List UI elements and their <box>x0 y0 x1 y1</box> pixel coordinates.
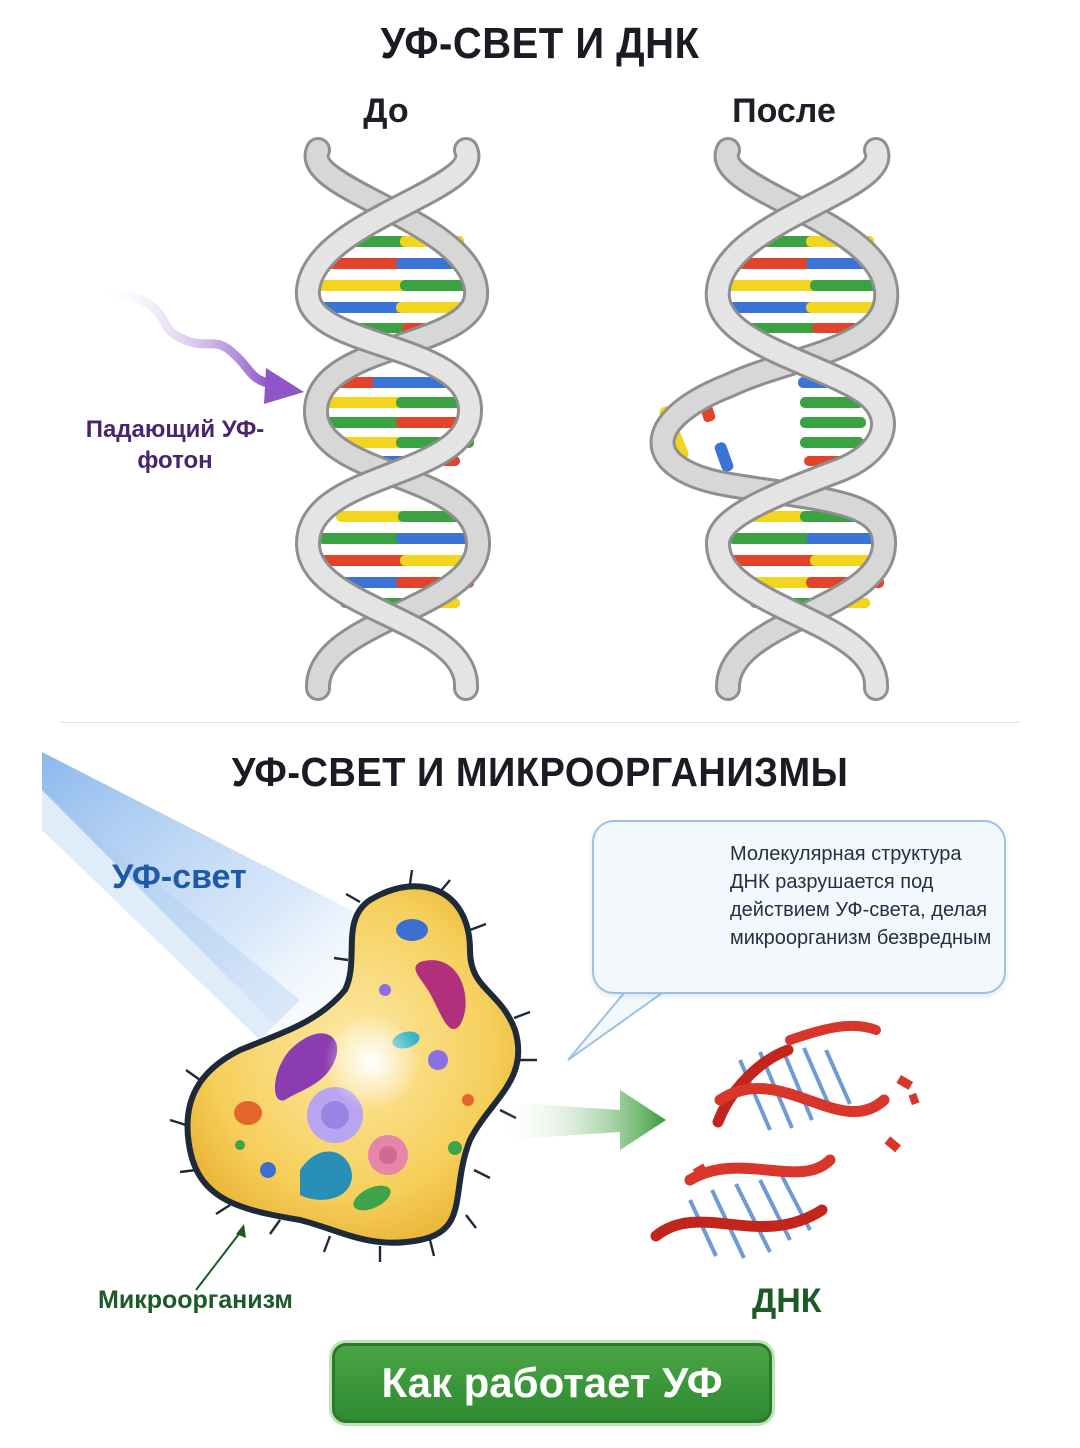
dna-helix-before <box>294 137 492 701</box>
title-uv-microorganisms: УФ-СВЕТ И МИКРООРГАНИЗМЫ <box>231 750 849 796</box>
callout-text: Молекулярная структура ДНК разрушается п… <box>730 843 992 949</box>
label-before: До <box>363 92 409 130</box>
callout-tail <box>567 985 676 1061</box>
leader-arrow-icon <box>195 1224 246 1291</box>
uv-light-label: УФ-свет <box>112 858 247 896</box>
green-arrow-icon <box>500 1090 666 1150</box>
base-pairs-before <box>314 236 476 608</box>
base-pairs-after <box>659 236 886 608</box>
how-uv-works-button[interactable]: Как работает УФ <box>332 1343 772 1423</box>
uv-beam <box>42 752 390 1050</box>
microorganism-cell <box>169 869 537 1262</box>
wavy-arrow-icon <box>91 283 304 404</box>
label-after: После <box>732 92 836 130</box>
dna-helix-after <box>649 137 900 701</box>
uv-impact-flash <box>324 1014 420 1110</box>
info-callout: Молекулярная структура ДНК разрушается п… <box>592 820 1006 994</box>
dna-label: ДНК <box>752 1282 822 1320</box>
section-divider <box>60 722 1020 723</box>
title-uv-dna: УФ-СВЕТ И ДНК <box>380 20 700 68</box>
damaged-dna <box>650 1020 920 1259</box>
cell-cilia <box>169 869 537 1262</box>
microorganism-label: Микроорганизм <box>98 1286 293 1314</box>
photon-label: Падающий УФ-фотон <box>85 416 265 474</box>
